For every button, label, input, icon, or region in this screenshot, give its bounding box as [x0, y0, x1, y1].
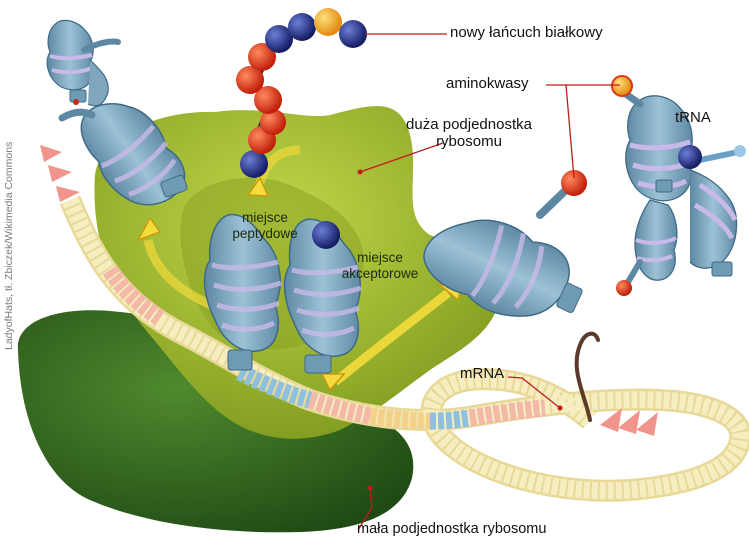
amino-acid-trna-red-1: [616, 280, 632, 296]
label-large-subunit-line1: duża podjednostka: [406, 116, 532, 133]
amino-acid-small-red: [73, 99, 79, 105]
label-a-site-line1: miejsce: [357, 250, 403, 265]
amino-acid-bead: [314, 8, 342, 36]
label-trna: tRNA: [675, 110, 711, 127]
label-a-site-line2: akceptorowe: [342, 266, 419, 281]
label-large-subunit: duża podjednostka rybosomu: [385, 117, 553, 150]
label-large-subunit-line2: rybosomu: [436, 133, 502, 150]
label-a-site: miejsce akceptorowe: [330, 250, 430, 281]
amino-acid-bead: [339, 20, 367, 48]
image-credit: LadyofHats, tł. Zbiczek/Wikimedia Common…: [3, 142, 15, 350]
label-small-subunit: mała podjednostka rybosomu: [357, 522, 546, 538]
amino-acid-bead: [240, 150, 268, 178]
label-p-site: miejsce peptydowe: [220, 210, 310, 241]
direction-triangles-left: [40, 145, 80, 202]
label-new-protein-chain: nowy łańcuch białkowy: [450, 25, 603, 42]
direction-triangles-right: [600, 408, 658, 436]
amino-acid-free-top: [612, 76, 632, 96]
label-p-site-line2: peptydowe: [232, 226, 297, 241]
amino-acid-trna-light: [734, 145, 746, 157]
label-p-site-line1: miejsce: [242, 210, 288, 225]
amino-acid-trna-blue: [678, 145, 702, 169]
label-amino-acids: aminokwasy: [446, 76, 529, 93]
amino-acid-bead: [288, 13, 316, 41]
incoming-trna-stem: [540, 188, 568, 215]
label-mrna: mRNA: [460, 366, 504, 383]
trna-free-topleft: [47, 20, 118, 105]
amino-acid-on-acceptor-trna: [312, 221, 340, 249]
